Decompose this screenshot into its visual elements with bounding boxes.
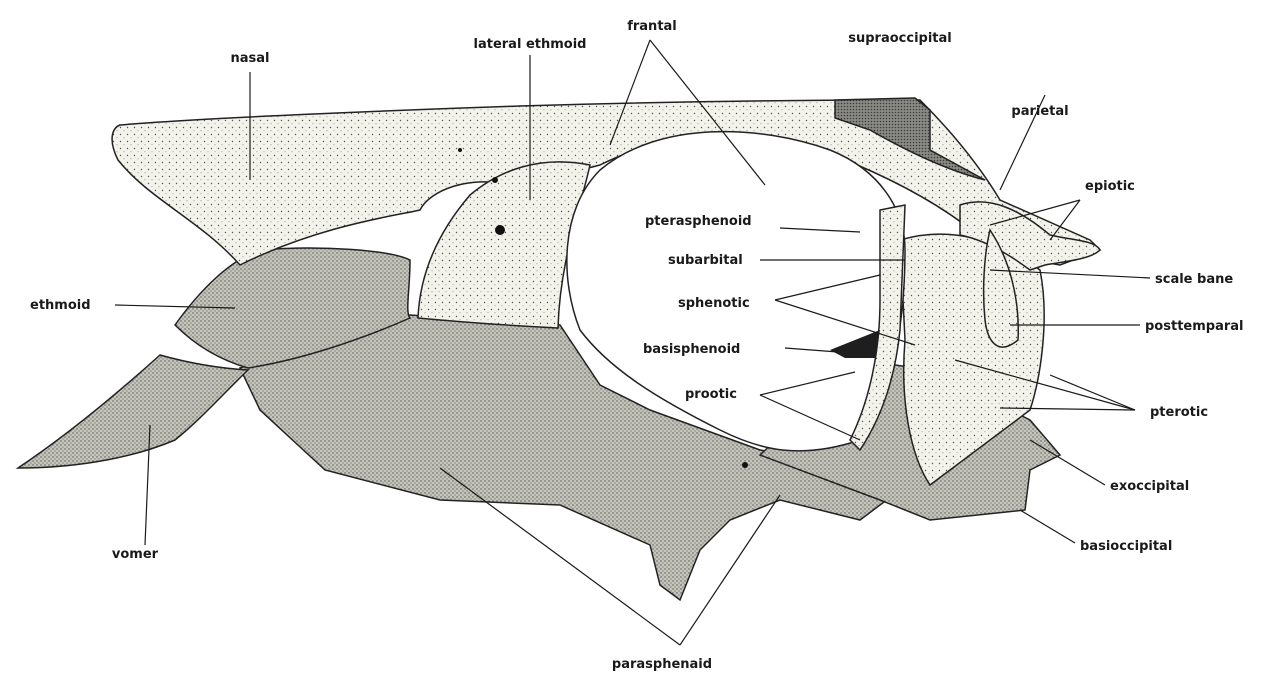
label-supraoccipital: supraoccipital <box>848 31 952 46</box>
label-vomer: vomer <box>112 547 159 562</box>
label-scale-bone: scale bane <box>1155 272 1233 287</box>
label-subarbital: subarbital <box>668 253 743 268</box>
label-posttemporal: posttemparal <box>1145 319 1243 334</box>
label-sphenotic: sphenotic <box>678 296 750 311</box>
label-exoccipital: exoccipital <box>1110 479 1189 494</box>
label-lateral-ethmoid: lateral ethmoid <box>474 37 587 52</box>
label-basioccipital: basioccipital <box>1080 539 1172 554</box>
label-parietal: parietal <box>1011 104 1068 119</box>
label-prootic: prootic <box>685 387 737 402</box>
label-nasal: nasal <box>231 51 270 66</box>
label-epiotic: epiotic <box>1085 179 1135 194</box>
label-pterotic: pterotic <box>1150 405 1208 420</box>
label-ethmoid: ethmoid <box>30 298 91 313</box>
foramen-dot <box>495 225 505 235</box>
foramen-dot <box>492 177 498 183</box>
vomer-bone <box>18 355 248 468</box>
foramen-dot <box>742 462 748 468</box>
label-parasphenoid: parasphenaid <box>612 657 712 672</box>
foramen-dot <box>458 148 462 152</box>
label-basisphenoid: basisphenoid <box>643 342 740 357</box>
label-frontal: frantal <box>627 19 677 34</box>
label-pterasphenoid: pterasphenoid <box>645 214 752 229</box>
